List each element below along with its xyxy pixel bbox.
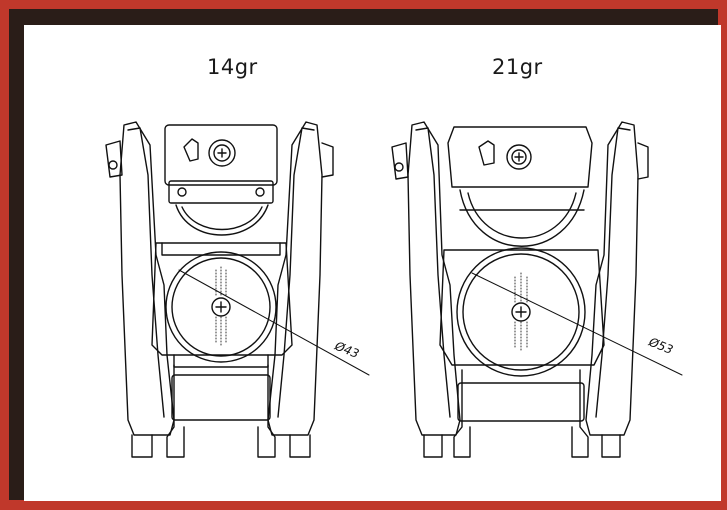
device-drawing-right <box>391 121 683 458</box>
diameter-label-left: Ø43 <box>332 338 361 361</box>
drawing-panel: 14gr 21gr <box>24 25 721 501</box>
diameter-label-right: Ø53 <box>646 334 675 357</box>
technical-drawings: Ø43 <box>105 121 683 458</box>
figure-title-right: 21gr <box>492 55 543 79</box>
figure-title-left: 14gr <box>207 55 258 79</box>
device-drawing-left <box>105 121 370 458</box>
